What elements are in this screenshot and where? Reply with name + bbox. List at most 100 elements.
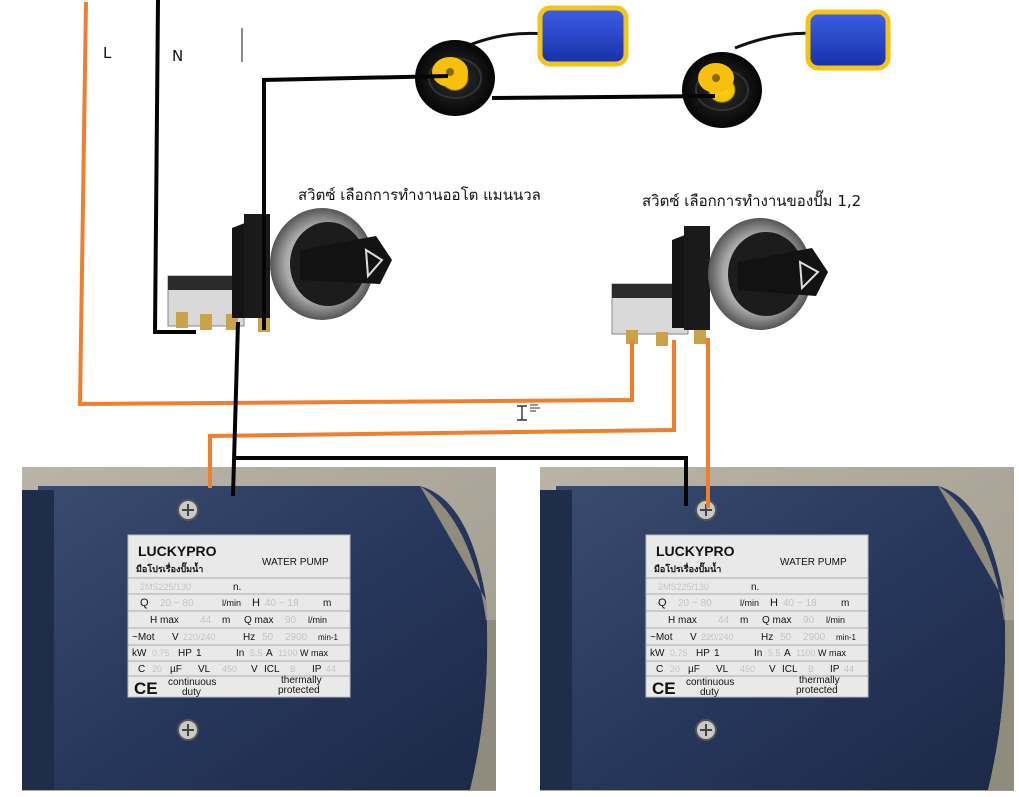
neutral-wire-main: [152, 0, 196, 334]
hp-value-1: 1: [196, 648, 202, 659]
v-label-2: V: [690, 632, 697, 643]
text-cursor-icon: [517, 404, 540, 421]
c-label-2: C: [656, 664, 663, 675]
duty-line1-2: continuous: [686, 677, 734, 688]
live-wire-main: [77, 1, 634, 407]
hz-label-2: Hz: [761, 632, 773, 643]
slogan-1: มือโปรเรื่องปั๊มน้ำ: [136, 562, 203, 574]
q-unit-1: l/min: [222, 598, 241, 608]
v-label-1: V: [172, 632, 179, 643]
w-value-2: 1100: [796, 648, 815, 658]
nameplate-2: LUCKYPRO มือโปรเรื่องปั๊มน้ำ WATER PUMP …: [645, 534, 869, 698]
vl-value-2: 450: [740, 664, 755, 674]
brand-1: LUCKYPRO: [138, 543, 217, 559]
switch-pump-select-label: สวิตซ์ เลือกการทำงานของปั๊ม 1,2: [642, 190, 861, 210]
hmax-label-1: H max: [150, 615, 179, 626]
vl-label-2: VL: [716, 664, 729, 675]
ip-value-2: 44: [844, 664, 854, 674]
selector-switch-icon: [611, 218, 828, 346]
rpm-unit-2: min-1: [836, 633, 857, 642]
float-switch-icon: [415, 5, 629, 116]
float-switch-icon: [682, 9, 891, 128]
brand-2: LUCKYPRO: [656, 543, 735, 559]
ce-mark-2: CE: [652, 679, 676, 698]
water-pump-1: LUCKYPRO มือโปรเรื่องปั๊มน้ำ WATER PUMP …: [22, 467, 496, 791]
neutral-label: N: [172, 47, 183, 65]
c-value-1: 20: [152, 664, 162, 674]
icl-label-2: ICL: [782, 664, 798, 675]
protect-line2-1: protected: [278, 685, 320, 696]
model-1: 2MS225/130: [140, 582, 191, 592]
q-value-1: 20 ~ 80: [160, 598, 194, 609]
wmax-label-2: W max: [818, 648, 846, 658]
v-value-1: 220/240: [183, 632, 216, 642]
hp-label-2: HP: [696, 648, 710, 659]
line-label: L: [103, 44, 112, 62]
neutral-wire-float-link: [491, 94, 716, 100]
h-value-1: 40 ~ 18: [265, 598, 299, 609]
h-unit-2: m: [841, 598, 849, 609]
h-value-2: 40 ~ 18: [783, 598, 817, 609]
icl-value-2: B: [808, 664, 814, 674]
h-label-2: H: [770, 597, 778, 609]
hz-value-1: 50: [262, 632, 274, 643]
ce-mark-1: CE: [134, 679, 158, 698]
kw-value-2: 0.75: [670, 648, 688, 658]
c-value-2: 20: [670, 664, 680, 674]
ip-label-1: IP: [312, 664, 322, 675]
model-2: 2MS225/130: [658, 582, 709, 592]
vl-label-1: VL: [198, 664, 211, 675]
vl-unit-1: V: [251, 664, 258, 675]
in-label-2: In: [754, 648, 762, 659]
in-value-2: 5.5: [768, 648, 781, 658]
kw-label-1: kW: [132, 648, 147, 659]
uf-label-2: µF: [688, 664, 700, 675]
icl-label-1: ICL: [264, 664, 280, 675]
protect-line1-1: thermally: [281, 675, 322, 686]
duty-line1-1: continuous: [168, 677, 216, 688]
rpm-value-2: 2900: [803, 632, 826, 643]
ip-value-1: 44: [326, 664, 336, 674]
vl-unit-2: V: [769, 664, 776, 675]
hmax-value-1: 44: [200, 615, 212, 626]
q-label-1: Q: [140, 597, 149, 609]
mot-label-2: ~Mot: [650, 632, 673, 643]
w-value-1: 1100: [278, 648, 297, 658]
hz-value-2: 50: [780, 632, 792, 643]
qmax-unit-1: l/min: [308, 615, 327, 625]
hp-value-2: 1: [714, 648, 720, 659]
hmax-value-2: 44: [718, 615, 730, 626]
duty-line2-2: duty: [700, 687, 719, 698]
duty-line2-1: duty: [182, 687, 201, 698]
water-pump-2: LUCKYPRO มือโปรเรื่องปั๊มน้ำ WATER PUMP …: [540, 467, 1014, 791]
hp-label-1: HP: [178, 648, 192, 659]
qmax-value-1: 90: [285, 615, 297, 626]
slogan-2: มือโปรเรื่องปั๊มน้ำ: [654, 562, 721, 574]
title-2: WATER PUMP: [780, 557, 847, 568]
nameplate-1: LUCKYPRO มือโปรเรื่องปั๊มน้ำ WATER PUMP …: [127, 534, 351, 698]
rpm-value-1: 2900: [285, 632, 308, 643]
hmax-unit-2: m: [740, 615, 748, 626]
q-unit-2: l/min: [740, 598, 759, 608]
switch-auto-manual-label: สวิตซ์ เลือกการทำงานออโต แมนนวล: [298, 186, 541, 204]
icl-value-1: B: [290, 664, 296, 674]
v-value-2: 220/240: [701, 632, 734, 642]
c-label-1: C: [138, 664, 145, 675]
live-wire-pump1: [208, 340, 676, 488]
n-label-2: n.: [751, 582, 759, 593]
uf-label-1: µF: [170, 664, 182, 675]
vl-value-1: 450: [222, 664, 237, 674]
a-label-1: A: [266, 648, 273, 659]
in-value-1: 5.5: [250, 648, 263, 658]
wiring: [77, 0, 716, 508]
qmax-unit-2: l/min: [826, 615, 845, 625]
protect-line1-2: thermally: [799, 675, 840, 686]
q-value-2: 20 ~ 80: [678, 598, 712, 609]
selector-switch-icon: [167, 208, 392, 332]
qmax-value-2: 90: [803, 615, 815, 626]
neutral-wire-pump1: [231, 321, 240, 497]
neutral-wire-float: [262, 74, 449, 330]
h-label-1: H: [252, 597, 260, 609]
h-unit-1: m: [323, 598, 331, 609]
